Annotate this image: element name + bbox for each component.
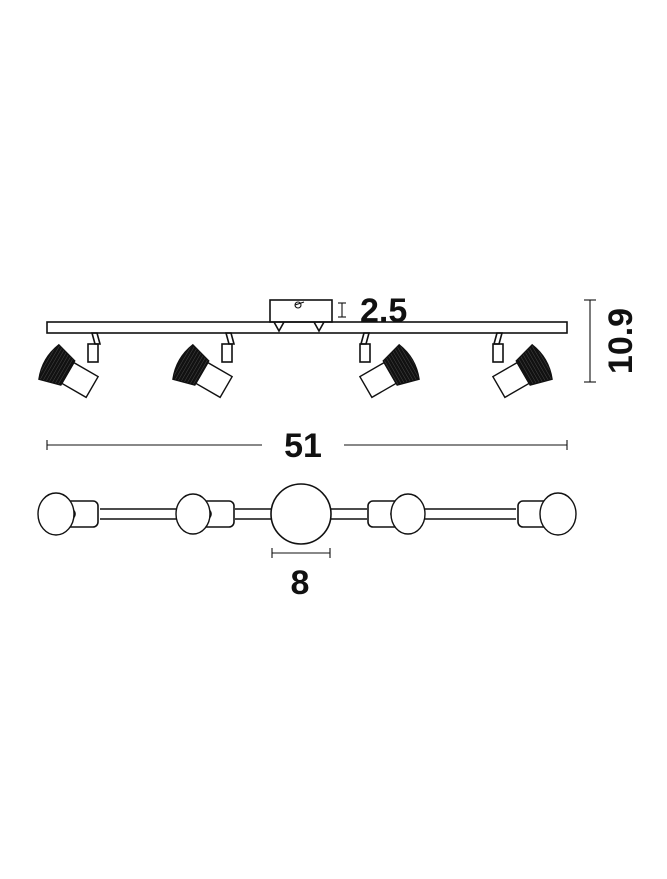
spotlight-2-arm (221, 343, 233, 363)
spotlight-4-arm (492, 343, 504, 363)
spotlight-2-lamp (172, 343, 210, 386)
base-foot-right (313, 321, 325, 333)
spotlight-3 (358, 332, 420, 399)
base-height-dimension: 2.5 (338, 292, 407, 330)
base-height-label: 2.5 (360, 292, 407, 330)
spotlight-1 (38, 332, 102, 399)
top-lamp-3 (367, 493, 426, 535)
spotlight-1-bracket (90, 332, 102, 345)
top-view (37, 483, 577, 545)
spotlight-2 (172, 332, 236, 399)
total-height-label: 10.9 (602, 308, 640, 374)
round-base (270, 483, 332, 545)
spotlight-3-bracket (359, 332, 371, 345)
base-diameter-label: 8 (291, 564, 310, 602)
spotlight-3-arm (359, 343, 371, 363)
spotlight-1-lamp (38, 343, 76, 386)
base-diameter-dimension: 8 (271, 548, 331, 602)
top-lamp-1 (37, 492, 99, 536)
base-screw-slot (294, 301, 305, 306)
spotlight-4 (491, 332, 553, 399)
spotlight-2-bracket (224, 332, 236, 345)
spotlight-4-bracket (492, 332, 504, 345)
mounting-bar (46, 321, 568, 334)
top-lamp-2 (175, 493, 235, 535)
top-lamp-4 (517, 492, 577, 536)
total-height-dimension: 10.9 (584, 299, 640, 383)
base-foot-left (273, 321, 285, 333)
total-length-label: 51 (284, 427, 322, 465)
spotlight-4-lamp (515, 343, 553, 386)
spotlight-3-lamp (382, 343, 420, 386)
side-view (38, 299, 568, 399)
spotlight-1-arm (87, 343, 99, 363)
total-length-dimension: 51 (46, 427, 568, 465)
